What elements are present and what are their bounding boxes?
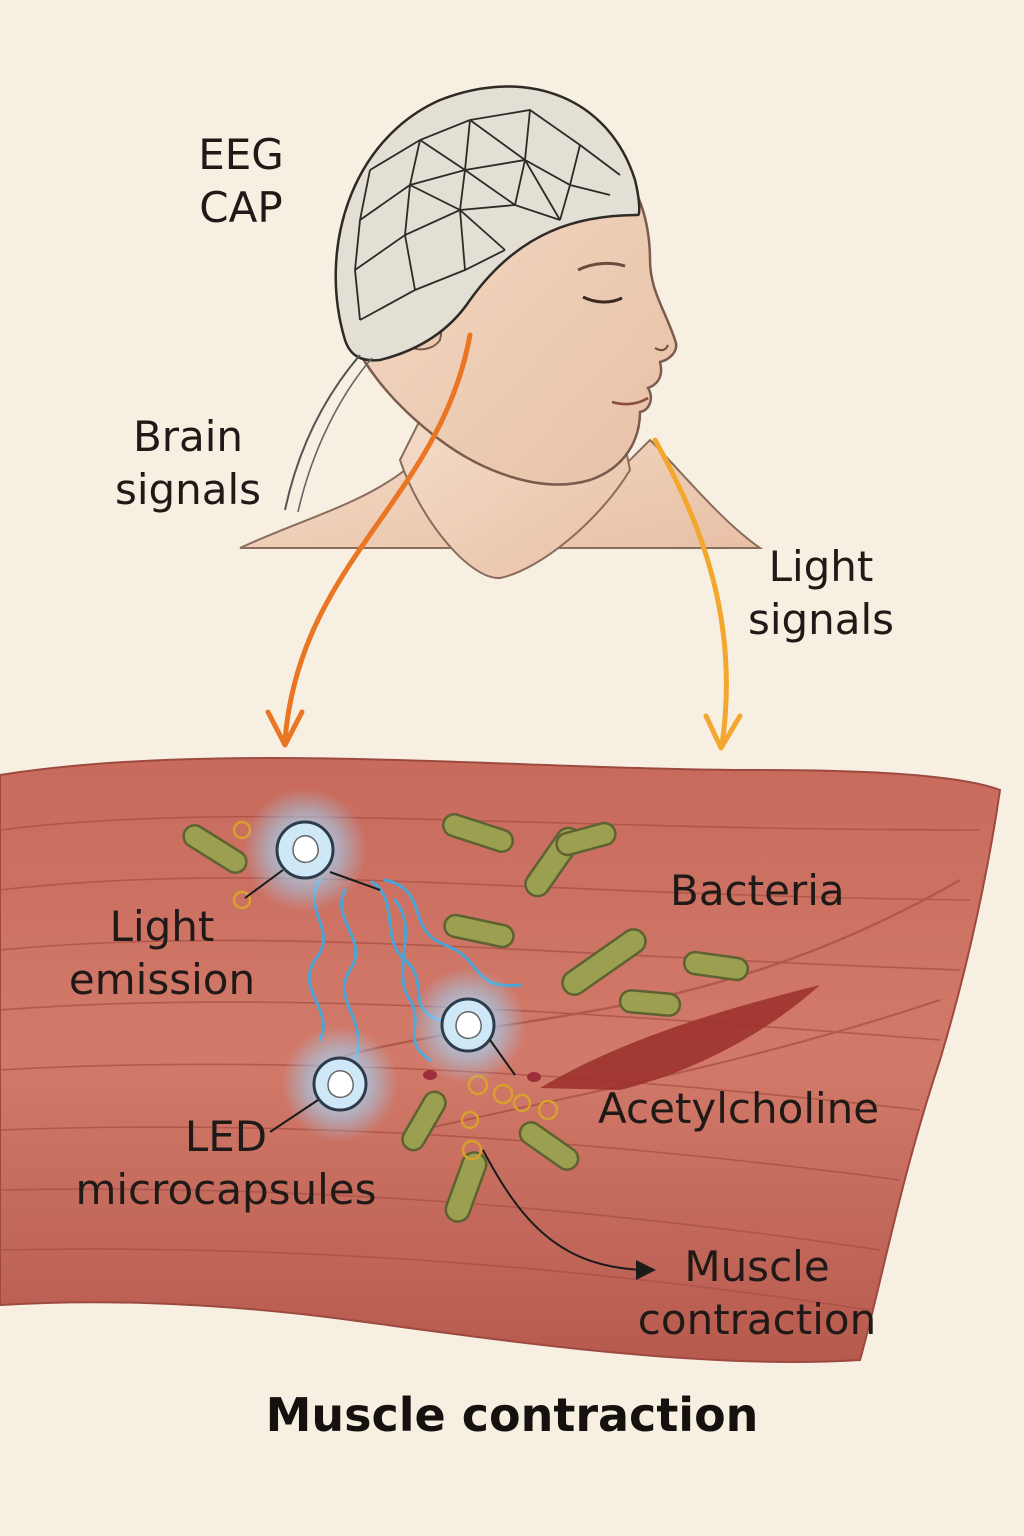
light-signals-label-line2: signals <box>747 595 895 645</box>
vesicles <box>423 1070 541 1082</box>
muscle-contraction-callout: Muscle contraction <box>612 1240 902 1347</box>
brain-signal-arrowhead <box>265 709 305 748</box>
vesicle <box>527 1072 541 1082</box>
acetylcholine-molecule <box>492 1083 514 1105</box>
acetylcholine-label-text: Acetylcholine <box>598 1084 880 1133</box>
acetylcholine-molecule <box>512 1093 532 1113</box>
acetylcholine-molecules <box>232 820 559 1161</box>
capsule-core <box>455 1011 482 1040</box>
leader-line <box>269 1099 319 1133</box>
eeg-cap-mesh <box>354 109 621 321</box>
acetylcholine-molecule <box>460 1110 480 1130</box>
led-microcapsules-label-line1: LED <box>184 1112 268 1161</box>
bacteria-label: Bacteria <box>670 864 845 917</box>
bacterium <box>561 928 647 996</box>
acetylcholine-label: Acetylcholine <box>598 1082 879 1135</box>
closed-eye <box>582 295 623 304</box>
eeg-cap-label-line1: EEG <box>198 130 284 179</box>
led-microcapsules-label-line2: microcapsules <box>75 1165 377 1215</box>
light-signal-arrowhead <box>703 713 743 751</box>
acetylcholine-molecule <box>537 1099 559 1121</box>
light-emission-label-line1: Light <box>109 902 215 951</box>
bacterium <box>441 813 515 853</box>
eeg-cable <box>284 354 361 511</box>
capsule-core <box>292 835 319 864</box>
mouth <box>611 396 649 406</box>
light-signals-label-line1: Light <box>768 542 874 591</box>
acetylcholine-molecule <box>461 1139 483 1161</box>
light-signal-arrow <box>652 437 729 748</box>
bacteria-label-text: Bacteria <box>670 866 845 915</box>
brain-signals-label-line1: Brain <box>132 412 244 461</box>
light-emission-label-line2: emission <box>68 955 256 1005</box>
led-microcapsules-label: LED microcapsules <box>56 1110 396 1217</box>
bacterium <box>518 1121 580 1171</box>
leader-line <box>244 869 284 899</box>
eeg-cap-label: EEG CAP <box>186 128 296 235</box>
light-emission-label: Light emission <box>52 900 272 1007</box>
brain-signal-arrow <box>282 332 473 743</box>
acetylcholine-molecule <box>232 890 252 910</box>
capsule-core <box>327 1070 354 1099</box>
muscle-contraction-callout-line2: contraction <box>637 1295 877 1345</box>
led-microcapsules <box>243 788 526 1142</box>
bacterium <box>555 821 617 857</box>
bacterium <box>444 1151 488 1223</box>
bacterium <box>618 989 682 1017</box>
eeg-cable-2 <box>297 357 373 513</box>
blood-vessel <box>540 985 820 1090</box>
brain-signals-label: Brain signals <box>96 410 280 517</box>
bacterium <box>401 1090 447 1152</box>
leader-line <box>489 1039 516 1076</box>
muscle-fibers <box>0 815 981 1311</box>
bacterium <box>182 824 248 874</box>
bacterium <box>682 950 750 982</box>
vesicle <box>423 1070 437 1080</box>
leader-lines <box>244 869 656 1280</box>
bacterium <box>443 913 515 949</box>
leader-line <box>482 1149 656 1280</box>
head-figure <box>239 85 764 580</box>
eeg-cap-label-line2: CAP <box>199 183 283 233</box>
nostril <box>654 344 669 352</box>
light-signals-label: Light signals <box>736 540 906 647</box>
eyebrow <box>577 261 626 272</box>
muscle-contraction-callout-line1: Muscle <box>684 1242 830 1291</box>
figure-title: Muscle contraction <box>265 1388 759 1442</box>
leader-line <box>329 871 381 891</box>
bacteria-group <box>182 813 750 1223</box>
brain-signals-label-line2: signals <box>114 465 262 515</box>
